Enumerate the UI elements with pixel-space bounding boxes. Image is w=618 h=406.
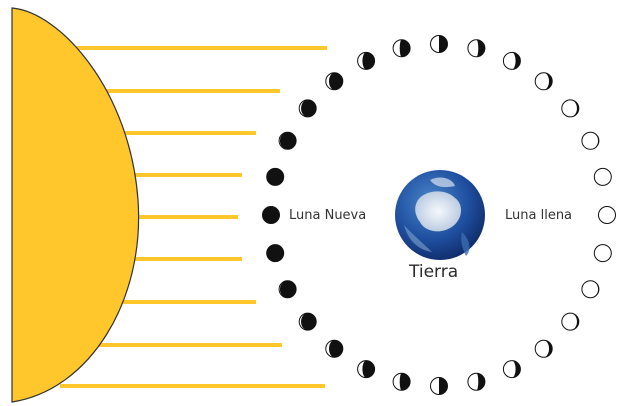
moon-phase-icon (467, 372, 486, 391)
moon-phase-icon (430, 35, 448, 53)
moon-phase-icon (534, 72, 553, 91)
earth-label: Tierra (409, 262, 459, 282)
sun-shape (11, 7, 140, 403)
moon-phase-icon (534, 339, 553, 358)
moon-phase-icon (325, 339, 344, 358)
new-moon-label: Luna Nueva (289, 208, 367, 223)
moon-phase-icon (593, 244, 612, 263)
moon-phase-icon (598, 206, 616, 224)
moon-phase-icon (357, 51, 376, 70)
moon-phase-icon (561, 99, 580, 118)
moon-phase-icon (266, 167, 285, 186)
moon-phase-icon (392, 372, 411, 391)
moon-phase-icon (325, 72, 344, 91)
moon-phase-icon (581, 280, 600, 299)
moon-phase-icon (278, 280, 297, 299)
moon-phase-icon (357, 360, 376, 379)
moon-phase-icon (581, 131, 600, 150)
moon-phase-icon (298, 312, 317, 331)
moon-phase-icon (430, 377, 448, 395)
moon-orbit (262, 35, 616, 395)
moon-phase-icon (502, 360, 521, 379)
moon-phase-icon (266, 244, 285, 263)
moon-phase-icon (392, 39, 411, 58)
moon-phase-icon (262, 206, 280, 224)
moon-phase-icon (561, 312, 580, 331)
moon-phase-icon (467, 39, 486, 58)
earth-globe (395, 170, 485, 260)
moon-phase-icon (593, 167, 612, 186)
moon-phase-icon (278, 131, 297, 150)
moon-phase-icon (502, 51, 521, 70)
full-moon-label: Luna llena (505, 208, 573, 223)
moon-phase-icon (298, 99, 317, 118)
